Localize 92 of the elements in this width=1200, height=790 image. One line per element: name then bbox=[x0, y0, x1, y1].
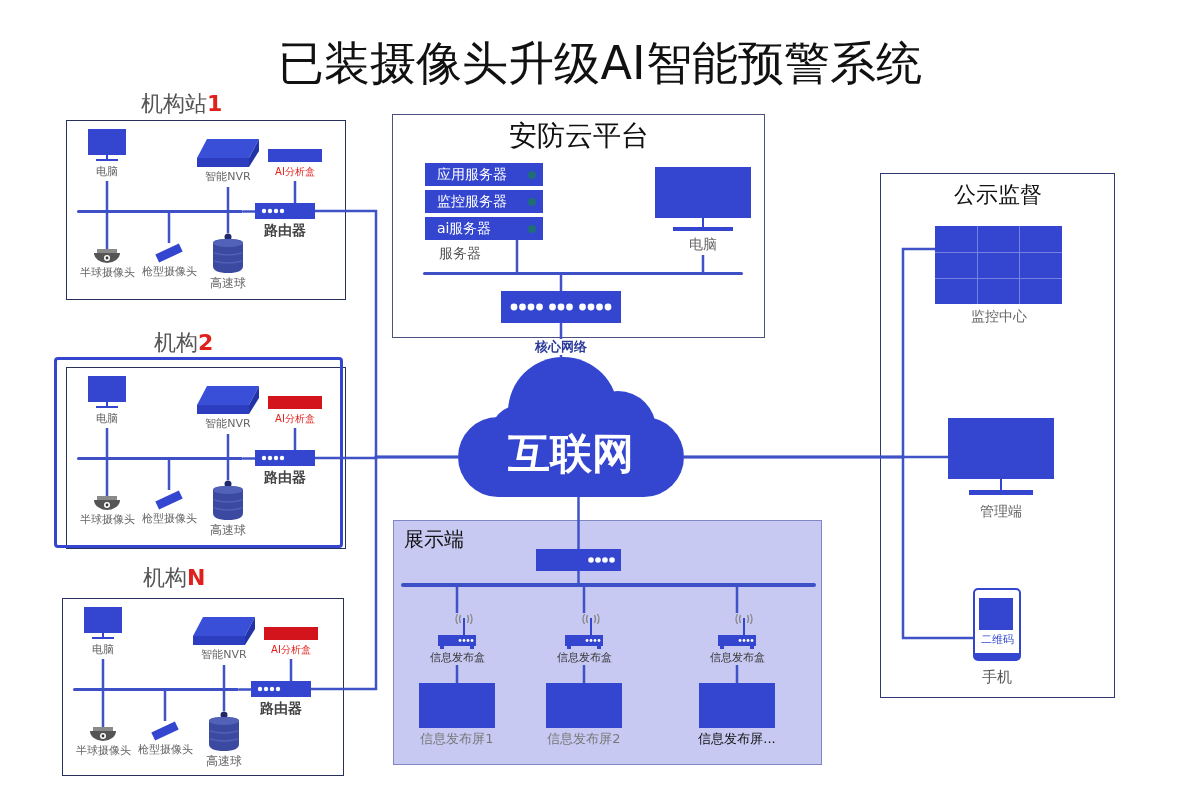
device-label: 信息发布盒 bbox=[709, 651, 765, 665]
device-label: 枪型摄像头 bbox=[141, 512, 197, 526]
connection-line bbox=[582, 587, 586, 613]
device-label: 枪型摄像头 bbox=[137, 743, 193, 757]
connection-line bbox=[105, 213, 109, 249]
device-label: 高速球 bbox=[210, 276, 246, 291]
device-label: 高速球 bbox=[206, 754, 242, 769]
panel-title: 机构N bbox=[143, 565, 206, 592]
network-switch bbox=[501, 291, 621, 323]
connection-line bbox=[226, 460, 230, 480]
server-label: 监控服务器 bbox=[437, 192, 507, 211]
network-bus bbox=[401, 583, 816, 587]
network-bus bbox=[77, 457, 243, 460]
panel-title: 安防云平台 bbox=[508, 119, 649, 153]
network-switch bbox=[536, 549, 621, 571]
connection-line bbox=[167, 213, 171, 243]
device-label: 二维码 bbox=[980, 633, 1014, 646]
device-label: 智能NVR bbox=[205, 417, 251, 431]
device-label: 路由器 bbox=[264, 468, 306, 486]
connection-line bbox=[293, 181, 297, 203]
connection-line bbox=[684, 455, 973, 640]
panel-title: 机构站1 bbox=[141, 91, 223, 118]
panel-title: 公示监督 bbox=[953, 182, 1042, 209]
network-bus bbox=[423, 272, 743, 275]
connection-line bbox=[515, 240, 519, 272]
connection-line bbox=[293, 428, 297, 450]
device-label: 电脑 bbox=[96, 412, 118, 426]
edge-label: 核心网络 bbox=[533, 339, 589, 356]
connection-line bbox=[101, 659, 105, 688]
panel-title: 机构2 bbox=[154, 330, 214, 357]
connection-line bbox=[455, 665, 459, 683]
connection-line bbox=[105, 181, 109, 210]
device-label: 信息发布盒 bbox=[429, 651, 485, 665]
connection-line bbox=[577, 497, 580, 549]
connection-line bbox=[582, 665, 586, 683]
device-label: 信息发布屏... bbox=[698, 731, 776, 747]
connection-line bbox=[226, 213, 230, 233]
device-label: AI分析盒 bbox=[275, 165, 315, 178]
server-bar bbox=[425, 217, 543, 240]
display-panel bbox=[393, 520, 822, 765]
device-label: 信息发布屏2 bbox=[547, 731, 621, 747]
device-label: 高速球 bbox=[210, 523, 246, 538]
group-label: 服务器 bbox=[439, 245, 481, 263]
device-label: 管理端 bbox=[980, 502, 1022, 520]
connection-line bbox=[559, 275, 563, 291]
device-label: 手机 bbox=[982, 668, 1012, 687]
connection-line bbox=[577, 571, 580, 583]
server-bar bbox=[425, 163, 543, 186]
server-label: 应用服务器 bbox=[437, 165, 507, 184]
connection-line bbox=[455, 587, 459, 613]
connection-line bbox=[701, 255, 705, 272]
connection-line bbox=[167, 460, 171, 490]
device-label: 电脑 bbox=[96, 165, 118, 179]
device-label: 信息发布盒 bbox=[556, 651, 612, 665]
panel-title: 展示端 bbox=[404, 527, 464, 551]
connection-line bbox=[222, 691, 226, 711]
connection-line bbox=[243, 457, 255, 460]
device-label: 电脑 bbox=[92, 643, 114, 657]
supervision-panel bbox=[880, 173, 1115, 698]
diagram-title: 已装摄像头升级AI智能预警系统 bbox=[277, 36, 923, 92]
device-label: 半球摄像头 bbox=[79, 266, 135, 280]
connection-line bbox=[105, 460, 109, 496]
connection-line bbox=[163, 691, 167, 721]
device-label: AI分析盒 bbox=[275, 412, 315, 425]
connection-line bbox=[226, 434, 230, 457]
connection-line bbox=[226, 187, 230, 210]
device-label: 信息发布屏1 bbox=[420, 731, 494, 747]
device-label: 路由器 bbox=[264, 221, 306, 239]
device-label: 半球摄像头 bbox=[75, 744, 131, 758]
cloud-label: 互联网 bbox=[508, 429, 634, 479]
connection-line bbox=[105, 428, 109, 457]
connection-line bbox=[735, 665, 739, 683]
server-bar bbox=[425, 190, 543, 213]
server-label: ai服务器 bbox=[437, 219, 492, 238]
platform-panel bbox=[392, 114, 765, 338]
connection-line bbox=[311, 455, 458, 691]
device-label: AI分析盒 bbox=[271, 643, 311, 656]
network-bus bbox=[73, 688, 239, 691]
device-label: 路由器 bbox=[260, 699, 302, 717]
connection-line bbox=[222, 665, 226, 688]
connection-line bbox=[289, 659, 293, 681]
device-label: 监控中心 bbox=[970, 307, 1027, 325]
connection-line bbox=[239, 688, 251, 691]
device-label: 电脑 bbox=[689, 235, 717, 253]
connection-line bbox=[735, 587, 739, 613]
device-label: 智能NVR bbox=[205, 170, 251, 184]
network-bus bbox=[77, 210, 243, 213]
device-label: 枪型摄像头 bbox=[141, 265, 197, 279]
device-label: 半球摄像头 bbox=[79, 513, 135, 527]
connection-line bbox=[243, 210, 255, 213]
device-label: 智能NVR bbox=[201, 648, 247, 662]
connection-line bbox=[101, 691, 105, 727]
